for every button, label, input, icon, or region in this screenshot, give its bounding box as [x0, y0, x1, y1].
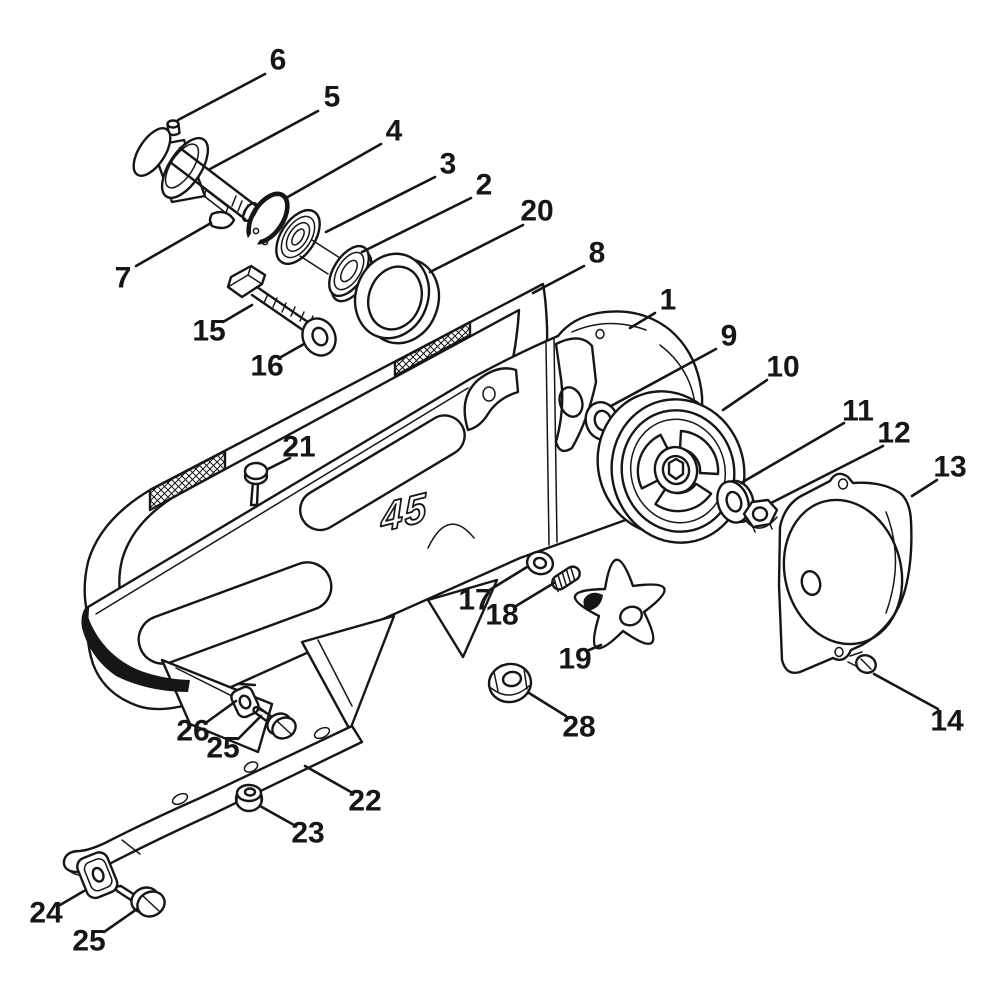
callout-number-8: 8: [589, 237, 606, 270]
callout-number-15: 15: [192, 315, 225, 348]
callout-leader-19: [587, 643, 603, 652]
part-25a-screw: [252, 705, 297, 740]
callout-leader-1: [628, 311, 657, 330]
callout-leader-10: [721, 378, 769, 412]
callout-leader-4: [284, 142, 383, 200]
housing-clamp-hook-left: [463, 367, 520, 432]
housing-gusset-center: [300, 614, 396, 732]
chain-hatch-strip-left: [148, 449, 227, 512]
cover-center-hole: [800, 569, 822, 597]
part-12-nut: [742, 498, 779, 533]
band-tip-shading: [81, 608, 190, 692]
callout-number-5: 5: [324, 81, 341, 114]
bearing-spacer-tube: [299, 239, 341, 275]
part-18-spring: [551, 565, 581, 593]
hook-hole: [482, 386, 496, 402]
callout-leader-26: [205, 699, 238, 724]
callout-number-9: 9: [721, 320, 738, 353]
callout-number-26: 26: [176, 715, 209, 748]
callout-leader-6: [176, 72, 267, 122]
callout-number-17: 17: [458, 584, 491, 617]
callout-number-19: 19: [558, 643, 591, 676]
callout-number-25a: 25: [206, 732, 239, 765]
callout-leader-23: [258, 804, 296, 827]
callout-number-20: 20: [520, 195, 553, 228]
callout-leader-14: [872, 672, 940, 711]
part-15-bolt: [226, 264, 323, 342]
part-13-cover-plate: [777, 472, 913, 674]
callout-number-22: 22: [348, 785, 381, 818]
callout-number-14: 14: [930, 705, 964, 738]
callout-number-1: 1: [660, 284, 677, 317]
callout-leader-20: [428, 223, 525, 274]
part-24-nut-plate: [76, 851, 119, 900]
part-4-circlip: [241, 191, 290, 255]
callout-number-7: 7: [115, 262, 132, 295]
callout-leader-13: [910, 478, 939, 498]
callout-leader-25a: [236, 714, 263, 741]
part-3-bearing: [275, 208, 321, 266]
housing-top-slot: [299, 414, 466, 532]
callout-leader-7: [134, 221, 213, 268]
part-11-washer: [716, 479, 755, 524]
part-28-nut: [487, 662, 533, 704]
callout-number-4: 4: [386, 115, 403, 148]
housing-lower-slot: [137, 561, 333, 665]
callout-number-2: 2: [476, 169, 493, 202]
callout-leader-24: [58, 889, 86, 907]
callout-leader-16: [279, 342, 306, 359]
part-21-screw: [243, 461, 269, 507]
part-19-star-knob: [573, 558, 666, 650]
part-20-cup-ring: [353, 252, 441, 345]
callout-leader-8: [531, 264, 586, 295]
part-1-housing: 45: [85, 310, 705, 754]
part-5-shaft: [132, 127, 259, 223]
part-25b-screw: [114, 884, 166, 918]
callout-number-25b: 25: [72, 925, 105, 958]
housing-clamp-hook-right: [554, 337, 598, 453]
callout-leader-17: [486, 565, 529, 593]
cover-tab-hole-bottom: [834, 646, 844, 658]
callout-leader-12: [769, 444, 885, 505]
callout-number-21: 21: [282, 431, 315, 464]
callout-leader-15: [221, 303, 254, 324]
part-2-bearing: [328, 244, 373, 303]
callout-number-16: 16: [250, 350, 283, 383]
callout-leader-9: [609, 347, 718, 408]
housing-gusset-right: [426, 578, 499, 659]
callout-number-11: 11: [842, 395, 874, 428]
cover-tab-hole-top: [837, 478, 849, 490]
callout-leader-3: [324, 175, 437, 234]
callout-number-3: 3: [440, 148, 457, 181]
callout-leader-18: [514, 581, 556, 608]
callout-number-18: 18: [485, 599, 518, 632]
callout-leader-25b: [102, 907, 139, 934]
callout-number-6: 6: [270, 44, 287, 77]
part-23-nut: [234, 783, 264, 813]
callout-leader-21: [266, 456, 292, 471]
callout-number-24: 24: [29, 897, 63, 930]
part-26-washer: [230, 685, 260, 719]
callout-number-23: 23: [291, 817, 324, 850]
chain-hatch-strip-right: [393, 320, 472, 378]
part-17-washer: [525, 550, 555, 576]
callout-number-28: 28: [562, 711, 595, 744]
part-7-key: [208, 210, 236, 230]
callout-number-12: 12: [877, 417, 910, 450]
housing-small-hole: [595, 328, 605, 340]
callout-leader-22: [303, 764, 353, 794]
part-14-screw: [847, 651, 877, 674]
part-10-pulley: [596, 390, 746, 544]
callout-leader-2: [360, 196, 473, 254]
callout-leader-28: [527, 691, 568, 718]
callouts-layer: 6543220819101112131471516211718192826252…: [29, 44, 966, 958]
callout-leader-11: [739, 421, 846, 485]
housing-oval-hole: [558, 386, 584, 418]
callout-number-10: 10: [766, 351, 799, 384]
callout-number-13: 13: [933, 451, 966, 484]
callout-leader-5: [208, 109, 320, 171]
